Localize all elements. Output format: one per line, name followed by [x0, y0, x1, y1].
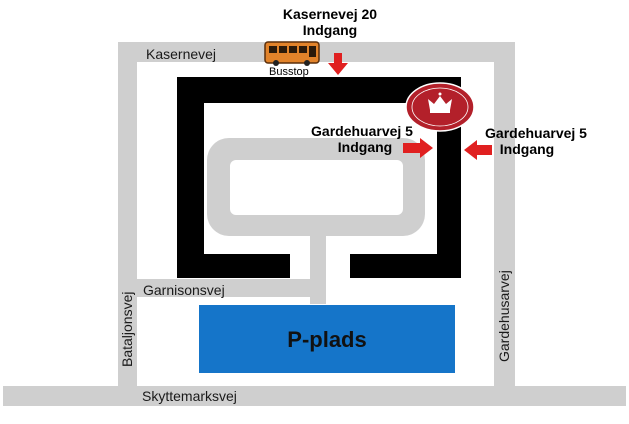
street-label-skyttemarksvej: Skyttemarksvej: [142, 388, 237, 404]
street-label-bataljonsvej: Bataljonsvej: [119, 292, 135, 368]
entrance-gardehuarvej-inner-line2: Indgang: [338, 139, 392, 155]
street-label-gardehusarvej: Gardehusarvej: [496, 270, 512, 362]
entrance-kasernevej-line1: Kasernevej 20: [283, 6, 377, 22]
road-bataljonsvej: [118, 42, 137, 388]
courtyard-inner: [230, 160, 403, 215]
street-label-garnisonsvej: Garnisonsvej: [143, 282, 225, 298]
arrow-right-icon: [403, 138, 433, 158]
road-skyttemarksvej: [3, 386, 626, 406]
entrance-gardehuarvej-inner-line1: Gardehuarvej 5: [311, 123, 413, 139]
entrance-kasernevej-line2: Indgang: [303, 22, 357, 38]
parking-label: P-plads: [287, 327, 366, 352]
street-label-kasernevej: Kasernevej: [146, 46, 216, 62]
crown-seal-icon: [405, 82, 475, 132]
parking-area: [199, 305, 455, 373]
arrow-down-icon: [328, 53, 348, 75]
road-connector: [310, 226, 326, 304]
road-garnisonsvej: [137, 279, 326, 297]
arrow-left-icon: [464, 140, 492, 160]
bus-icon: [264, 41, 320, 66]
bus-stop-label: Busstop: [269, 66, 309, 78]
entrance-gardehuarvej-outer-line1: Gardehuarvej 5: [485, 125, 587, 141]
entrance-gardehuarvej-outer-line2: Indgang: [500, 141, 554, 157]
road-gardehusarvej: [494, 42, 515, 388]
